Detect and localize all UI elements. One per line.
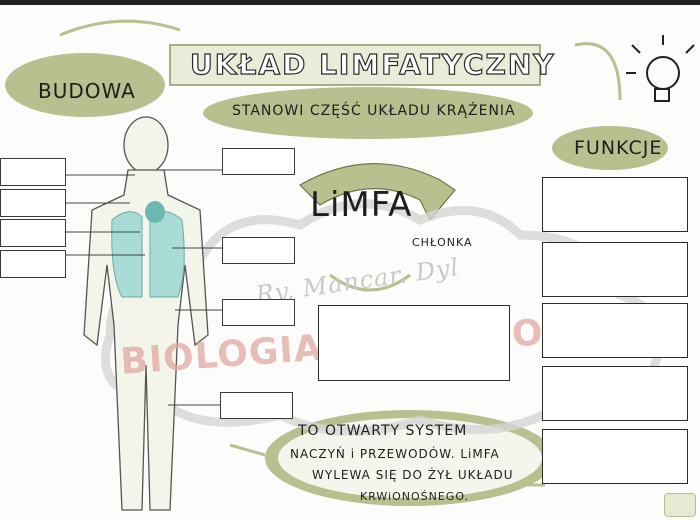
budowa-label-box-3[interactable]	[0, 219, 66, 247]
limfa-answer-box[interactable]	[318, 305, 510, 381]
info-line-1: TO OTWARTY SYSTEM	[298, 423, 468, 439]
limfa-heading: LiMFA	[310, 185, 413, 225]
budowa-label-box-8[interactable]	[220, 392, 293, 419]
funkcje-box-1[interactable]	[542, 177, 688, 232]
page-title: UKŁAD LIMFATYCZNY	[189, 47, 556, 81]
lung-left	[111, 211, 143, 298]
pointer-lines	[66, 169, 222, 406]
arrow-icon	[574, 42, 622, 101]
budowa-heading: BUDOWA	[38, 79, 136, 103]
budowa-blob	[5, 53, 165, 117]
logo	[664, 493, 696, 517]
chlonka-label: CHŁONKA	[412, 236, 473, 249]
human-body-figure	[83, 116, 209, 511]
lightbulb-icon	[626, 35, 695, 102]
budowa-label-box-4[interactable]	[0, 250, 66, 278]
decorations	[5, 19, 695, 511]
funkcje-box-2[interactable]	[542, 242, 688, 297]
lung-right	[149, 211, 185, 298]
funkcje-blob	[552, 126, 668, 170]
budowa-label-box-6[interactable]	[222, 237, 295, 264]
heart	[145, 201, 165, 223]
info-blob-inner	[278, 418, 542, 498]
subtitle-blob	[203, 87, 533, 139]
funkcje-box-5[interactable]	[542, 429, 688, 484]
limfa-arrow-icon	[299, 163, 456, 222]
budowa-label-box-2[interactable]	[0, 189, 66, 217]
title-ribbon	[169, 44, 541, 86]
arrow-icon	[229, 443, 266, 457]
info-line-4: KRWiONOŚNEGO.	[360, 490, 470, 503]
funkcje-heading: FUNKCJE	[574, 137, 663, 159]
budowa-label-box-7[interactable]	[222, 299, 295, 326]
subtitle: STANOWI CZĘŚĆ UKŁADU KRĄŻENIA	[232, 103, 516, 119]
budowa-label-box-1[interactable]	[0, 158, 66, 186]
info-line-2: NACZYŃ i PRZEWODÓW. LiMFA	[290, 447, 500, 461]
funkcje-box-3[interactable]	[542, 303, 688, 358]
budowa-label-box-5[interactable]	[222, 148, 295, 175]
arrow-icon	[329, 273, 411, 292]
funkcje-box-4[interactable]	[542, 366, 688, 421]
arrow-icon	[59, 19, 181, 37]
info-line-3: WYLEWA SIĘ DO ŻYŁ UKŁADU	[312, 468, 514, 482]
